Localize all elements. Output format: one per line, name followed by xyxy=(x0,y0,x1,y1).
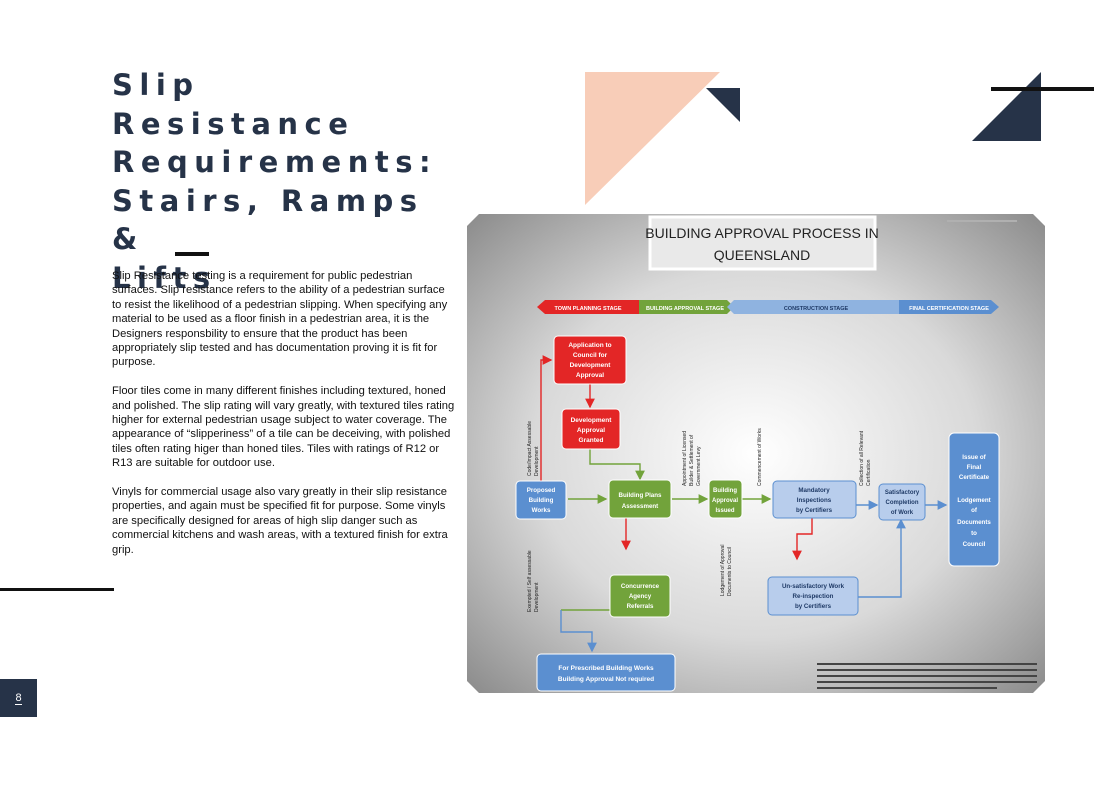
box-prescribed-building-works: For Prescribed Building Works Building A… xyxy=(536,653,676,692)
vertical-label: Development xyxy=(534,446,540,476)
stage-building-approval xyxy=(639,300,734,314)
title-line: Requirements: xyxy=(112,145,438,179)
title-dash xyxy=(175,252,209,256)
stage-label: CONSTRUCTION STAGE xyxy=(784,306,849,312)
box-label: Building Plans xyxy=(619,492,663,499)
box-label: Building xyxy=(713,488,737,494)
box-label: Works xyxy=(532,507,551,514)
box-unsatisfactory-work: Un-satisfactory Work Re-inspection by Ce… xyxy=(767,576,859,616)
vertical-label: Appointment of Licensed xyxy=(682,431,688,486)
box-label: Referrals xyxy=(627,603,654,610)
peach-triangle xyxy=(585,72,720,205)
box-label: Approval xyxy=(576,372,604,379)
navy-small-triangle xyxy=(706,88,740,122)
box-label: by Certifiers xyxy=(796,507,833,514)
box-application: Application to Council for Development A… xyxy=(553,335,627,385)
box-label: Council for xyxy=(573,352,608,359)
left-rule xyxy=(0,588,114,591)
building-approval-flowchart: BUILDING APPROVAL PROCESS IN QUEENSLAND … xyxy=(467,214,1045,693)
box-label: Assessment xyxy=(622,503,658,510)
vertical-label: Builder & Settlement of xyxy=(689,434,695,486)
faint-caption xyxy=(947,220,1017,222)
box-label: Agency xyxy=(629,593,652,600)
box-label: of xyxy=(971,507,978,514)
box-label: Approval xyxy=(577,427,605,434)
header-rule xyxy=(991,87,1094,91)
box-concurrence-agency-referrals: Concurrence Agency Referrals xyxy=(609,574,671,618)
box-development-approval-granted: Development Approval Granted xyxy=(561,408,621,450)
vertical-label: Exempted / Self assessable xyxy=(527,550,533,612)
navy-large-triangle xyxy=(972,72,1041,141)
box-building-approval-issued: Building Approval Issued xyxy=(708,479,743,519)
box-label: Inspections xyxy=(797,497,832,504)
box-label: Mandatory xyxy=(798,487,830,494)
stage-construction xyxy=(727,300,899,314)
body-text: Slip Resistance testing is a requirement… xyxy=(112,269,457,571)
vertical-label: Certification xyxy=(866,459,872,486)
page-title: Slip Resistance Requirements: Stairs, Ra… xyxy=(112,66,452,297)
page-number: 8 xyxy=(15,691,22,705)
title-line: Slip Resistance xyxy=(112,68,355,141)
stage-label: TOWN PLANNING STAGE xyxy=(554,306,621,312)
vertical-label: Development xyxy=(534,582,540,612)
title-line: Lifts xyxy=(112,260,217,295)
paragraph: Vinyls for commercial usage also vary gr… xyxy=(112,486,448,556)
box-satisfactory-completion: Satisfactory Completion of Work xyxy=(878,483,926,521)
flowchart-title: QUEENSLAND xyxy=(714,247,810,263)
flowchart-title: BUILDING APPROVAL PROCESS IN xyxy=(645,225,878,241)
box-label: Application to xyxy=(568,342,611,349)
vertical-label: Documents to Council xyxy=(727,547,733,596)
box-label: Council xyxy=(963,541,986,548)
stage-label: BUILDING APPROVAL STAGE xyxy=(646,306,724,312)
box-label: Lodgement xyxy=(957,497,990,504)
box-label: of Work xyxy=(891,510,914,516)
vertical-label: Collection of all Relevant xyxy=(859,430,865,486)
box-label: by Certifiers xyxy=(795,603,832,610)
box-label: Issued xyxy=(715,508,734,514)
box-label: Granted xyxy=(579,437,604,444)
box-label: Issue of xyxy=(962,454,986,461)
box-label: For Prescribed Building Works xyxy=(558,665,654,672)
box-label: Proposed xyxy=(527,487,556,494)
stage-label: FINAL CERTIFICATION STAGE xyxy=(909,306,989,312)
box-label: Completion xyxy=(886,500,919,506)
paragraph: Slip Resistance testing is a requirement… xyxy=(112,270,448,369)
box-label: Concurrence xyxy=(621,583,660,590)
box-label: Development xyxy=(571,417,613,424)
vertical-label: Commencement of Works xyxy=(757,428,763,486)
stage-final-certification xyxy=(899,300,999,314)
footnote-fine-print xyxy=(817,663,1037,689)
box-label: Development xyxy=(570,362,612,369)
box-final-certificate: Issue of Final Certificate Lodgement of … xyxy=(948,432,1000,567)
box-label: Building xyxy=(529,497,554,504)
stage-town-planning xyxy=(537,300,639,314)
vertical-label: Government Levy xyxy=(696,446,702,486)
box-label: Building Approval Not required xyxy=(558,676,654,683)
page-number-badge: 8 xyxy=(0,679,37,717)
box-label: Un-satisfactory Work xyxy=(782,583,845,590)
box-mandatory-inspections: Mandatory Inspections by Certifiers xyxy=(772,480,857,519)
title-line: Stairs, Ramps & xyxy=(112,183,424,257)
box-label: to xyxy=(971,530,977,537)
paragraph: Floor tiles come in many different finis… xyxy=(112,385,455,470)
box-proposed-building-works: Proposed Building Works xyxy=(515,480,567,520)
vertical-label: Lodgement of Approval xyxy=(720,545,726,596)
box-label: Satisfactory xyxy=(885,490,920,496)
box-building-plans-assessment: Building Plans Assessment xyxy=(608,479,672,519)
vertical-label: Code/Impact Assessable xyxy=(527,421,533,476)
box-label: Certificate xyxy=(959,474,990,481)
box-label: Approval xyxy=(712,498,738,504)
box-label: Re-inspection xyxy=(793,593,834,600)
box-label: Documents xyxy=(957,519,991,526)
box-label: Final xyxy=(967,464,982,471)
flowchart-title-box xyxy=(648,215,877,271)
